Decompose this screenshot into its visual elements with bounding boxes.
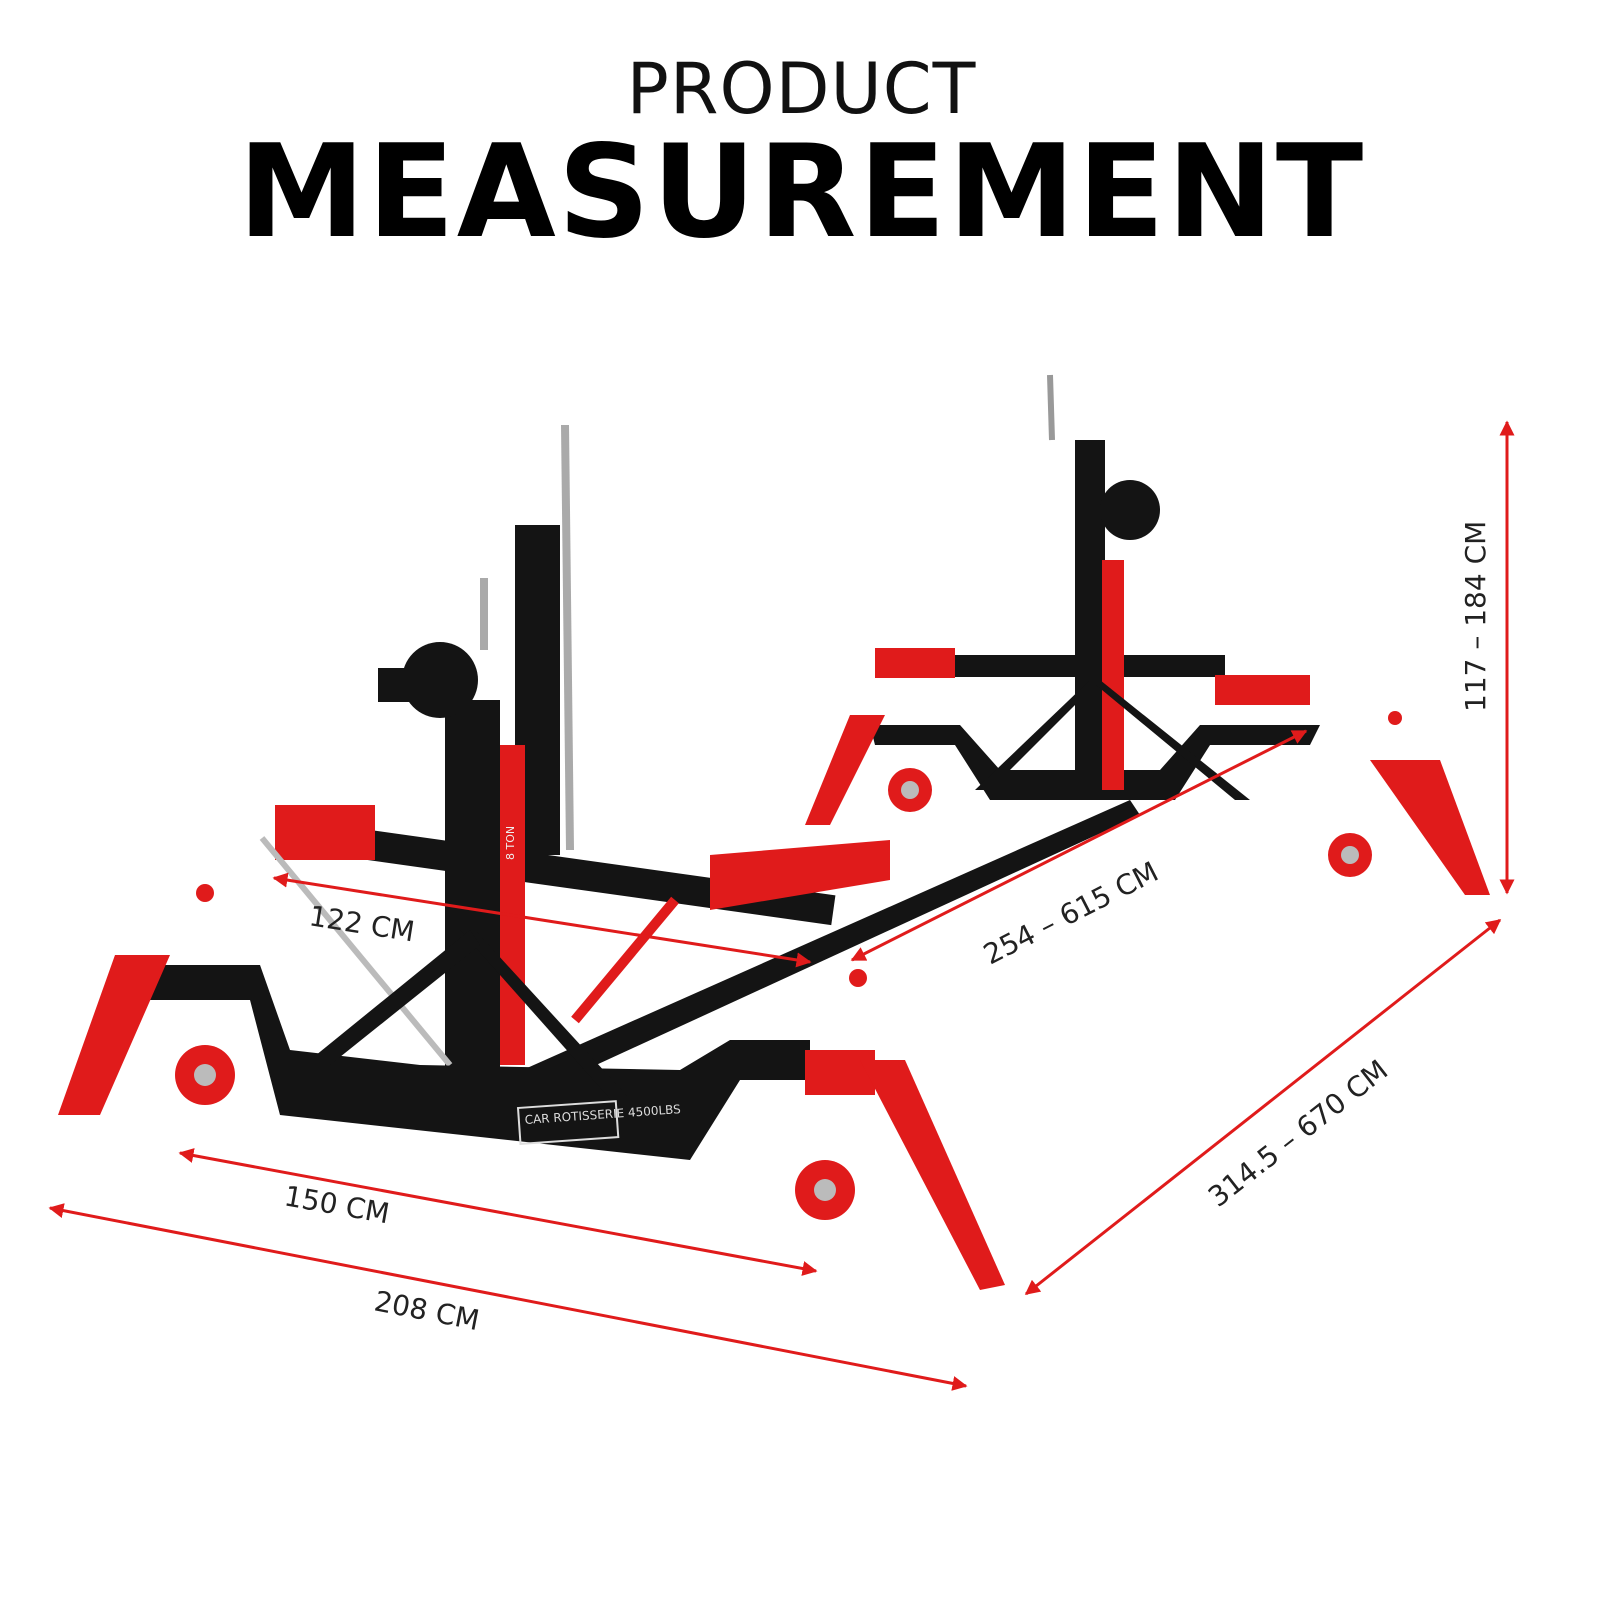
- dim-arrow-122: [272, 872, 812, 968]
- front-stand: CAR ROTISSERIE 4500LBS 8 TON: [58, 424, 1005, 1290]
- dim-label-208: 208 CM: [372, 1284, 482, 1337]
- dim-label-height: 117 – 184 CM: [1459, 521, 1492, 712]
- dim-label-122: 122 CM: [307, 899, 417, 948]
- title-product: PRODUCT: [626, 48, 977, 130]
- rear-stand: [805, 374, 1490, 895]
- dim-arrow-208: [48, 1203, 968, 1391]
- title-measurement: MEASUREMENT: [237, 118, 1366, 267]
- dim-label-150: 150 CM: [282, 1179, 392, 1230]
- jack-label: 8 TON: [504, 826, 517, 860]
- dim-arrow-overall-length: [1024, 918, 1502, 1296]
- dim-arrow-length: [850, 729, 1308, 962]
